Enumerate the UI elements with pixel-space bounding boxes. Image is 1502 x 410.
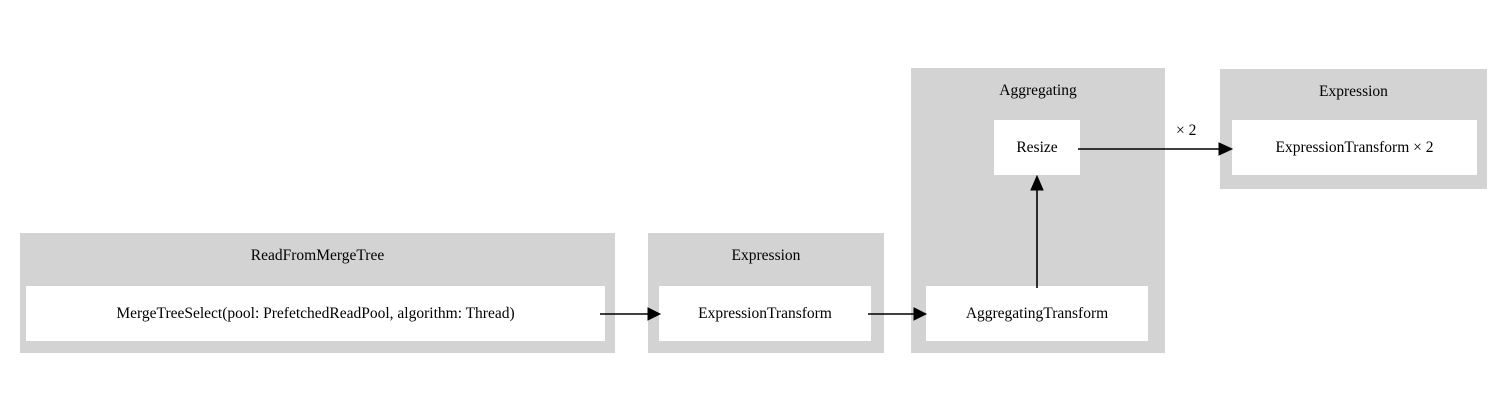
edge-resize-to-expression2 xyxy=(1078,142,1234,156)
node-merge-tree-select[interactable]: MergeTreeSelect(pool: PrefetchedReadPool… xyxy=(26,286,605,341)
node-aggregating-transform[interactable]: AggregatingTransform xyxy=(926,286,1148,341)
cluster-label-expression-1: Expression xyxy=(731,247,801,264)
node-resize[interactable]: Resize xyxy=(994,120,1080,175)
cluster-label-expression-2: Expression xyxy=(1319,83,1388,100)
node-expression-transform-x2[interactable]: ExpressionTransform × 2 xyxy=(1232,120,1477,175)
edge-select-to-expression xyxy=(600,307,662,321)
cluster-label-read-from-merge-tree: ReadFromMergeTree xyxy=(250,247,385,264)
cluster-label-aggregating: Aggregating xyxy=(999,82,1077,99)
edge-expression-to-aggregating xyxy=(868,307,928,321)
edge-label-resize-to-expression2: × 2 xyxy=(1176,122,1197,139)
edge-aggregating-to-resize xyxy=(1030,174,1044,288)
node-expression-transform[interactable]: ExpressionTransform xyxy=(659,286,871,341)
